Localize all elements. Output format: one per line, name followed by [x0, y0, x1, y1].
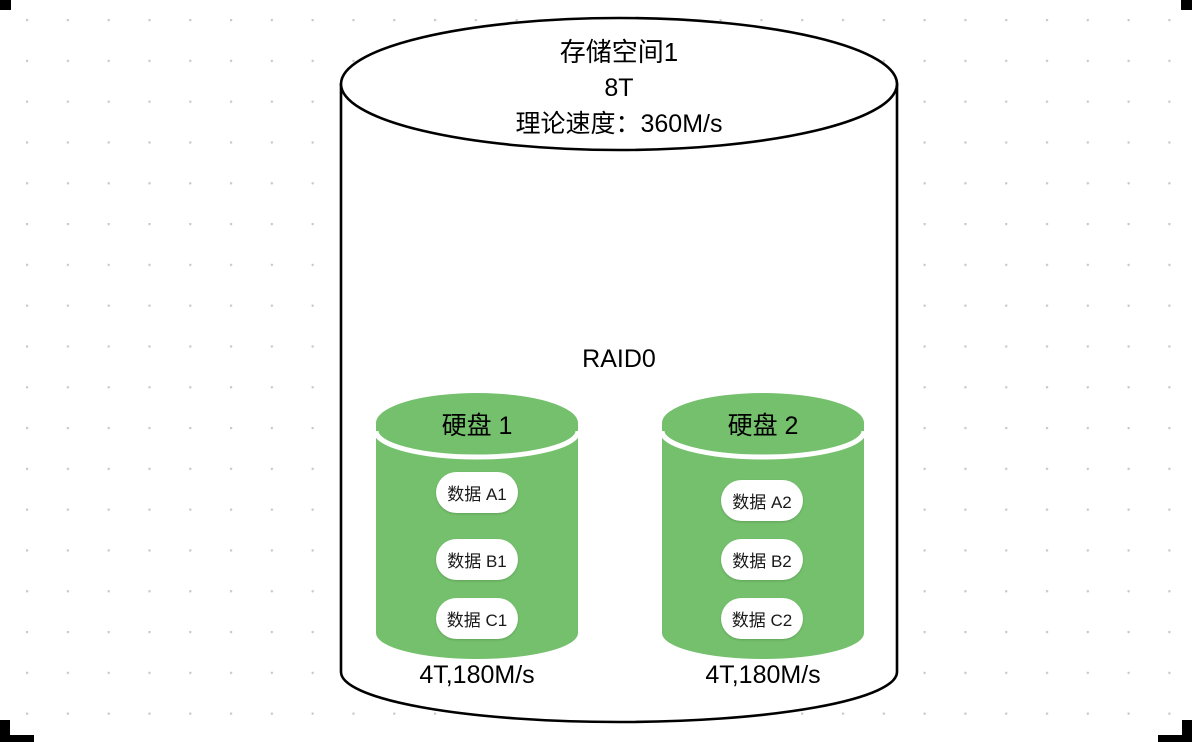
disk-1-block-b: 数据 B1	[436, 539, 518, 580]
pool-capacity: 8T	[604, 74, 634, 103]
raid-level-label: RAID0	[582, 345, 656, 373]
disk-1-lip-highlight	[373, 430, 581, 460]
crop-mark-bottom-left-v	[0, 720, 10, 742]
disk-2-title: 硬盘 2	[727, 412, 799, 440]
crop-mark-bottom-left-h	[0, 735, 34, 742]
crop-mark-bottom-right-v	[1182, 720, 1192, 742]
disk-2-block-a: 数据 A2	[721, 480, 803, 521]
disk-2-caption: 4T,180M/s	[705, 661, 821, 689]
pool-speed: 理论速度：360M/s	[515, 110, 723, 139]
disk-2-top-ellipse	[662, 393, 864, 453]
disk-1-block-a: 数据 A1	[436, 472, 518, 513]
pool-top-ellipse	[339, 16, 899, 152]
disk-1-title: 硬盘 1	[441, 412, 513, 440]
disk-1-top-ellipse	[376, 393, 578, 453]
disk-2-block-c: 数据 C2	[721, 598, 803, 639]
disk-1-caption: 4T,180M/s	[419, 661, 535, 689]
disk-1-block-c: 数据 C1	[436, 598, 518, 639]
storage-pool-header: 存储空间1 8T 理论速度：360M/s	[341, 36, 897, 140]
crop-mark-top-left	[0, 0, 11, 10]
disk-2-lip-highlight	[659, 430, 867, 460]
pool-name: 存储空间1	[559, 37, 679, 67]
crop-mark-top-right	[1181, 0, 1192, 10]
disk-2-block-b: 数据 B2	[721, 539, 803, 580]
crop-mark-bottom-right-h	[1158, 735, 1192, 742]
